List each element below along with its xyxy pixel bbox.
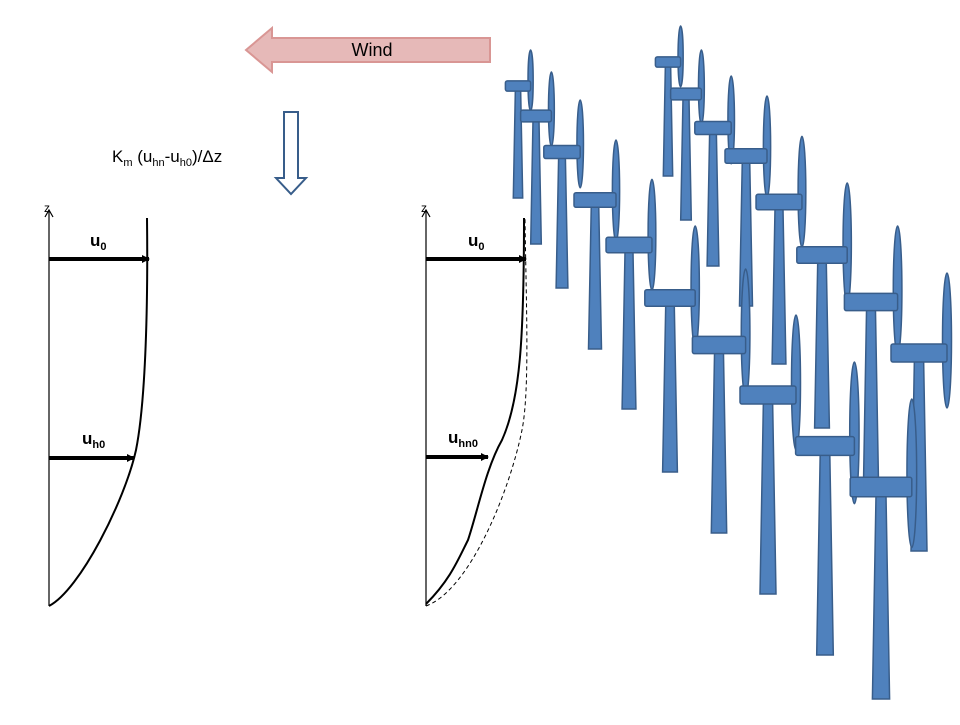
reference-profile-dashed: [425, 217, 528, 607]
wind-arrow: Wind: [244, 25, 491, 75]
turbine-blade: [647, 178, 657, 291]
wind-turbine: [669, 49, 706, 221]
turbine-tower: [706, 127, 720, 267]
wind-turbine: [519, 71, 556, 245]
wind-turbine: [755, 135, 807, 365]
left-profile: z u0 uh0: [44, 201, 150, 607]
wind-turbine: [843, 225, 903, 495]
flux-sub2: h0: [180, 157, 192, 169]
turbine-blade: [848, 361, 860, 505]
right-u0-label: u0: [468, 231, 485, 253]
flux-k: K: [112, 147, 124, 166]
turbine-nacelle: [755, 193, 803, 211]
turbine-nacelle: [669, 87, 703, 101]
turbine-tower: [587, 199, 603, 350]
turbine-nacelle: [543, 144, 581, 160]
turbine-nacelle: [796, 245, 848, 265]
flux-arrow: [273, 111, 309, 196]
turbine-blade: [797, 135, 807, 248]
wind-turbine: [543, 99, 585, 289]
turbine-tower: [771, 201, 787, 365]
turbine-nacelle: [691, 335, 747, 355]
turbine-blade: [790, 314, 802, 451]
turbine-blade: [906, 398, 918, 549]
turbine-tower: [529, 115, 543, 245]
wind-turbine: [573, 139, 621, 350]
turbine-tower: [710, 344, 728, 534]
turbine-blade: [740, 268, 751, 398]
turbine-nacelle: [849, 476, 913, 498]
turbine-blade: [547, 71, 556, 147]
turbine-nacelle: [843, 292, 899, 312]
wind-turbine: [644, 225, 701, 473]
left-uh0-label: uh0: [82, 429, 105, 451]
turbine-tower: [813, 254, 831, 429]
wind-turbine: [605, 178, 657, 410]
turbine-blade: [892, 225, 903, 355]
turbine-blade: [611, 139, 621, 242]
turbine-nacelle: [605, 236, 653, 254]
turbine-blade: [842, 182, 853, 306]
wind-turbine: [849, 398, 918, 700]
turbine-nacelle: [654, 56, 682, 68]
turbine-nacelle: [739, 385, 797, 405]
turbine-tower: [862, 301, 880, 495]
left-velocity-profile: [48, 217, 149, 607]
right-z-label: z: [421, 201, 427, 215]
turbine-tower: [555, 151, 569, 289]
right-profile: z u0 uhn0: [421, 201, 528, 607]
turbine-blade: [762, 95, 772, 198]
turbine-tower: [512, 85, 524, 199]
turbine-blade: [941, 272, 953, 409]
wind-turbine: [694, 75, 736, 267]
wind-turbine: [654, 25, 684, 177]
flux-arrow-shape: [273, 111, 309, 196]
turbine-tower: [662, 61, 674, 177]
turbine-tower: [621, 244, 637, 410]
wind-label: Wind: [351, 40, 392, 60]
turbine-tower: [661, 297, 679, 473]
flux-sub1: hn: [152, 157, 164, 169]
right-velocity-profile: [425, 217, 525, 605]
wind-turbine: [724, 95, 772, 307]
flux-dash: -u: [165, 147, 180, 166]
wind-turbine: [739, 314, 802, 595]
wind-turbine-array: [504, 25, 953, 700]
turbine-nacelle: [519, 109, 553, 123]
turbine-tower: [871, 486, 891, 700]
turbine-nacelle: [504, 80, 532, 92]
turbine-blade: [690, 225, 701, 349]
turbine-nacelle: [644, 288, 696, 308]
wind-arrow-shape: [244, 25, 491, 75]
turbine-tower: [815, 445, 835, 656]
wind-turbine: [691, 268, 751, 534]
turbine-tower: [759, 394, 777, 595]
turbine-nacelle: [694, 120, 732, 136]
turbine-nacelle: [794, 435, 856, 457]
flux-open: (u: [133, 147, 153, 166]
turbine-blade: [697, 49, 706, 125]
flux-expression: Km (uhn-uh0)/Δz: [112, 147, 222, 169]
turbine-tower: [679, 93, 693, 221]
flux-close: )/Δz: [192, 147, 222, 166]
left-u0-label: u0: [90, 231, 107, 253]
turbine-nacelle: [890, 343, 948, 363]
wind-turbine: [504, 49, 534, 199]
flux-k-sub: m: [123, 157, 132, 169]
left-z-label: z: [44, 201, 50, 215]
turbine-nacelle: [724, 148, 768, 164]
right-uhn0-label: uhn0: [448, 428, 478, 450]
turbine-blade: [576, 99, 585, 189]
wind-turbine: [794, 361, 860, 656]
turbine-nacelle: [573, 192, 617, 208]
wind-turbine: [796, 182, 853, 429]
